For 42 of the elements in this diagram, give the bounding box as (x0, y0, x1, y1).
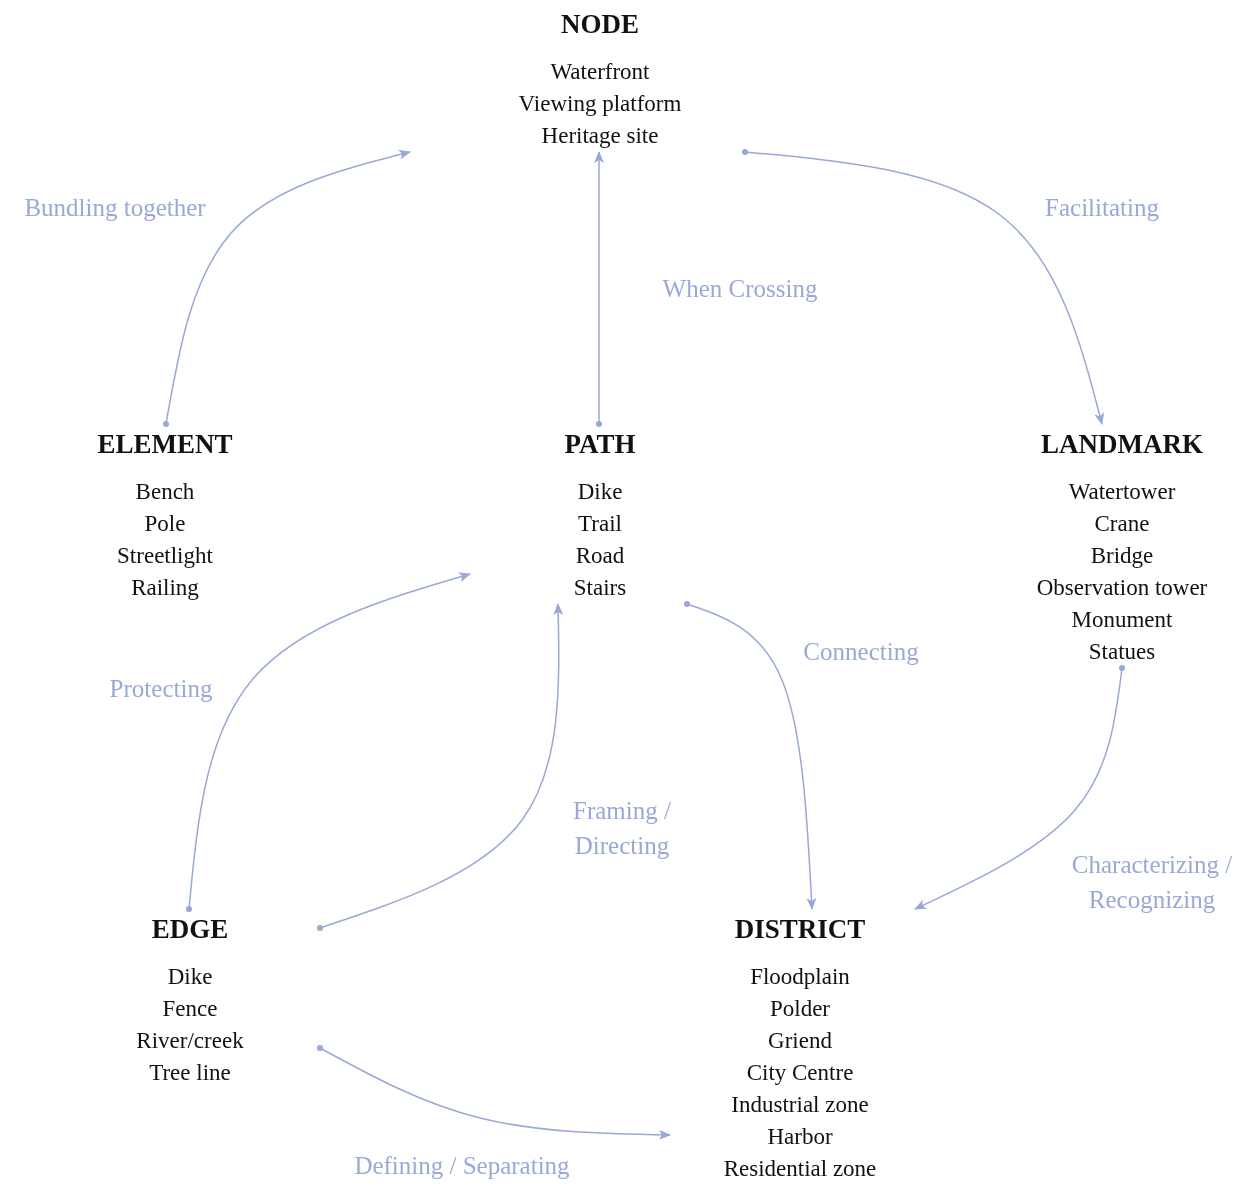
arrow (594, 151, 604, 428)
list-item: Stairs (572, 574, 628, 602)
list-item: Heritage site (540, 122, 660, 150)
list-item: Statues (1087, 638, 1157, 666)
arrow (683, 600, 817, 910)
node-heading: DISTRICT (733, 913, 867, 946)
list-item: River/creek (135, 1027, 245, 1055)
list-item: Griend (767, 1027, 833, 1055)
list-item: Waterfront (549, 58, 651, 86)
list-item: Bridge (1089, 542, 1155, 570)
list-item: Floodplain (749, 963, 851, 991)
list-item: Railing (130, 574, 200, 602)
arrow (185, 572, 471, 913)
node-heading: ELEMENT (96, 428, 234, 461)
list-item: Watertower (1067, 478, 1177, 506)
list-item: Crane (1093, 510, 1151, 538)
list-item: Pole (143, 510, 187, 538)
list-item: Tree line (148, 1059, 232, 1087)
arrow (316, 603, 564, 932)
list-item: Fence (161, 995, 219, 1023)
list-item: Dike (166, 963, 214, 991)
list-item: Viewing platform (517, 90, 683, 118)
node-heading: NODE (560, 8, 640, 41)
arrow (162, 149, 411, 428)
arrow (914, 664, 1126, 910)
list-item: Harbor (766, 1123, 834, 1151)
list-item: Dike (576, 478, 624, 506)
arrow (741, 148, 1105, 425)
node-heading: PATH (563, 428, 637, 461)
list-item: City Centre (745, 1059, 855, 1087)
node-heading: EDGE (150, 913, 230, 946)
list-item: Observation tower (1035, 574, 1209, 602)
list-item: Residential zone (722, 1155, 878, 1183)
list-item: Road (574, 542, 626, 570)
list-item: Monument (1070, 606, 1174, 634)
list-item: Polder (768, 995, 832, 1023)
list-item: Industrial zone (730, 1091, 870, 1119)
list-item: Bench (134, 478, 196, 506)
list-item: Trail (577, 510, 623, 538)
list-item: Streetlight (116, 542, 214, 570)
arrow (316, 1044, 671, 1140)
node-heading: LANDMARK (1040, 428, 1204, 461)
